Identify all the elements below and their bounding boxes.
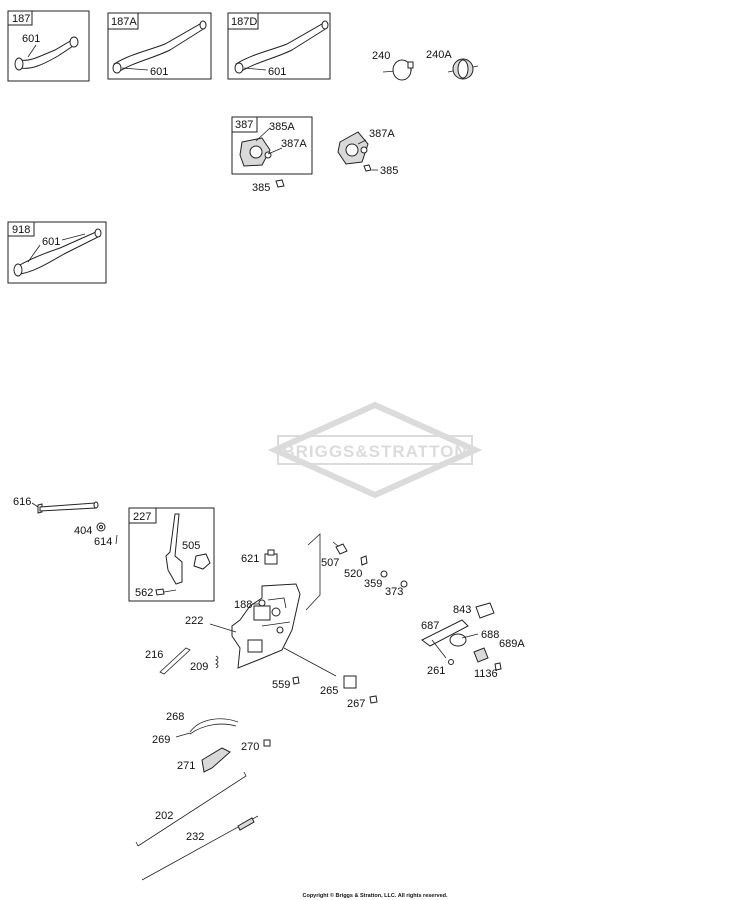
label-385: 385 [380,165,398,177]
label-559: 559 [272,679,290,691]
label-687: 687 [421,620,439,632]
link-216: 216 [145,647,191,675]
hose-clamp-icon [69,36,79,48]
label-267: 267 [347,698,365,710]
part-1136: 1136 [474,662,502,680]
label-385A: 385A [269,121,295,133]
rod-202: 202 [135,771,247,847]
box-387: 387 385A 387A [231,116,313,175]
label-265: 265 [320,685,338,697]
part-261: 261 [427,659,454,677]
label-271: 271 [177,760,195,772]
box-label-918: 918 [12,224,30,236]
part-520: 520 [344,555,368,580]
bolt-icon [155,588,165,596]
part-271: 271 [177,747,231,773]
part-688: 688 [449,629,499,647]
label-505: 505 [182,540,200,552]
label-621: 621 [241,553,259,565]
washer-404: 404 [74,522,106,537]
clip-621: 621 [241,549,278,565]
label-232: 232 [186,831,204,843]
hose-clamp-icon [321,20,329,30]
pin-614: 614 [94,534,118,548]
rod-232: 232 [141,815,259,881]
part-359: 359 [364,570,388,590]
box-label-187: 187 [12,13,30,25]
part-188: 188 [234,599,266,611]
hose-clamp-icon [14,57,24,71]
nut-icon [193,553,211,570]
part-269: 269 [152,732,191,746]
label-1136: 1136 [474,668,498,680]
label-188: 188 [234,599,252,611]
briggs-stratton-watermark: BRIGGS&STRATTON [267,401,483,499]
box-187A: 187A 601 [107,12,212,80]
label-601: 601 [150,66,168,78]
box-label-187A: 187A [111,16,137,28]
label-387A: 387A [369,128,395,140]
label-520: 520 [344,568,362,580]
label-688: 688 [481,629,499,641]
watermark-text: BRIGGS&STRATTON [282,442,467,461]
box-187D: 187D 601 [227,12,331,80]
label-269: 269 [152,734,170,746]
label-270: 270 [241,741,259,753]
part-270: 270 [241,739,271,753]
copyright-notice: Copyright © Briggs & Stratton, LLC. All … [302,892,448,899]
label-261: 261 [427,665,445,677]
label-601: 601 [42,236,60,248]
throttle-lever-687: 687 [421,619,469,659]
label-222: 222 [185,615,203,627]
label-404: 404 [74,525,92,537]
screw-385: 385 [252,179,285,194]
label-601: 601 [22,33,40,45]
hose-clamp-icon [199,20,207,30]
screw-559: 559 [272,676,300,691]
label-562: 562 [135,587,153,599]
fuel-pump-387A: 387A 385 [337,128,398,177]
cable-268: 268 [166,711,239,735]
part-267: 267 [347,695,378,710]
box-label-387: 387 [235,119,253,131]
box-187: 187 601 [7,10,90,82]
hose-clamp-icon [94,228,102,238]
hose-clamp-icon [234,62,244,74]
governor-shaft-616: 616 [13,496,99,514]
label-202: 202 [155,810,173,822]
label-843: 843 [453,604,471,616]
label-385: 385 [252,182,270,194]
control-bracket-222: 222 [185,583,301,669]
box-918: 918 601 [7,221,107,284]
part-373: 373 [385,580,408,598]
label-373: 373 [385,586,403,598]
label-507: 507 [321,557,339,569]
hose-clamp-icon [13,263,23,277]
box-227: 227 505 562 [128,507,215,602]
hose-clamp-icon [112,62,122,74]
label-209: 209 [190,661,208,673]
knob-843: 843 [453,602,495,619]
label-216: 216 [145,649,163,661]
fuel-filter-240A: 240A [426,49,479,80]
screw-icon [363,164,372,172]
label-268: 268 [166,711,184,723]
label-359: 359 [364,578,382,590]
box-label-227: 227 [133,511,151,523]
fuel-filter-240: 240 [372,50,414,81]
governor-lever-icon [165,513,183,585]
label-616: 616 [13,496,31,508]
part-265: 265 [320,675,357,697]
part-689A: 689A [473,638,525,663]
box-label-187D: 187D [231,16,257,28]
label-601: 601 [268,66,286,78]
spring-209: 209 [190,655,219,673]
label-689A: 689A [499,638,525,650]
label-614: 614 [94,536,112,548]
part-507: 507 [321,541,348,569]
label-387A: 387A [281,138,307,150]
label-240: 240 [372,50,390,62]
label-240A: 240A [426,49,452,61]
